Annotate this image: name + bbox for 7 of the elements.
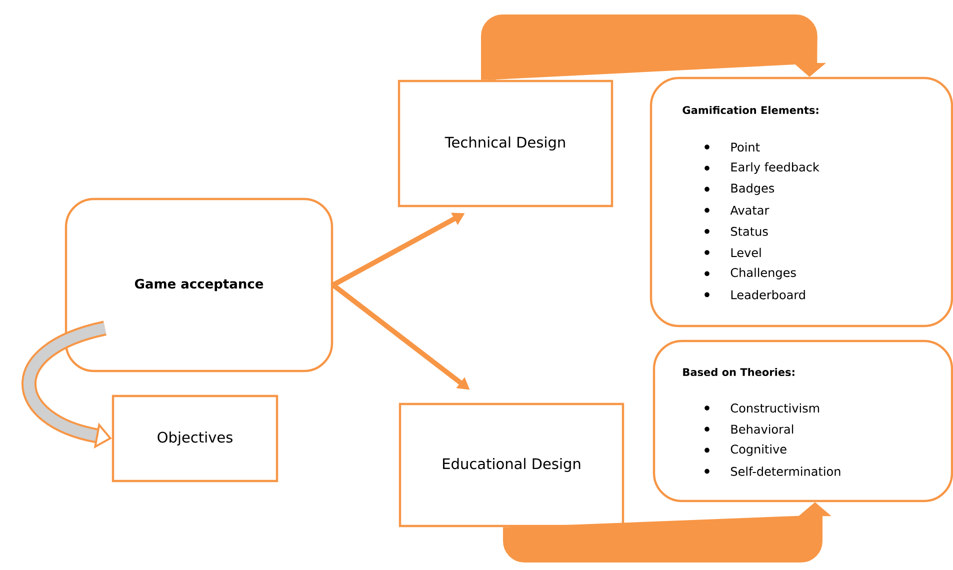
rounded-box: Game acceptance <box>64 198 334 372</box>
process-box: Objectives <box>112 394 278 482</box>
elbow-arrow <box>481 14 826 80</box>
rounded-box: Based on Theories: Constructivism Behavioral Cognitive Self-determination <box>652 340 953 502</box>
process-box: Technical Design <box>398 80 614 208</box>
process-box: Educational Design <box>398 402 624 528</box>
rounded-box: Gamification Elements: Point Early feedback Badges Avatar Status Level Challenges Leaderboard <box>650 76 953 328</box>
